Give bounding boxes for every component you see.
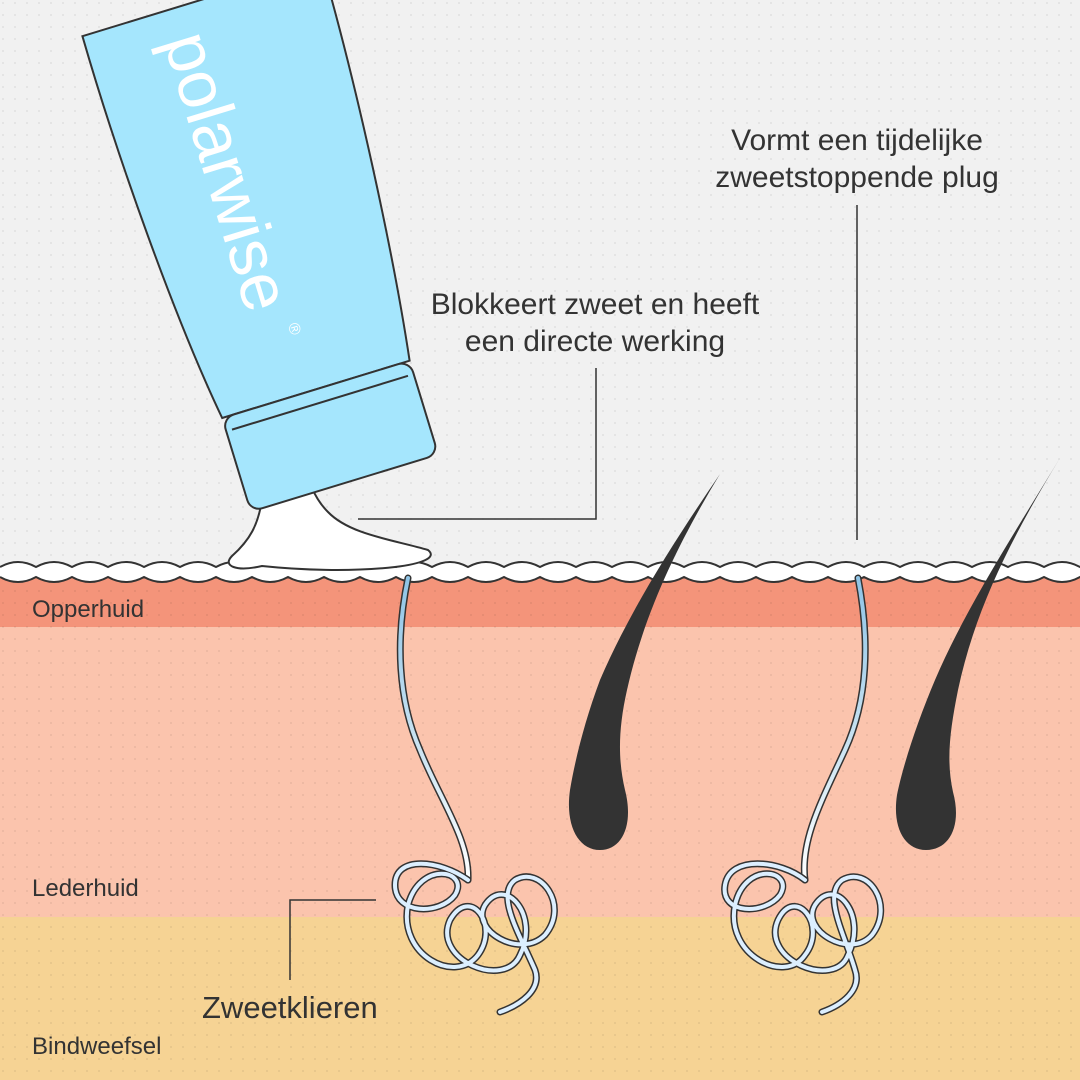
callout-block-sweat: Blokkeert zweet en heeft een directe wer… xyxy=(416,286,774,360)
callout-plug-line1: Vormt een tijdelijke xyxy=(731,124,983,157)
label-subcutis: Bindweefsel xyxy=(32,1033,162,1060)
label-sweat-glands: Zweetklieren xyxy=(202,990,378,1025)
callout-block-sweat-line1: Blokkeert zweet en heeft xyxy=(430,288,760,321)
label-epidermis: Opperhuid xyxy=(32,596,145,623)
cream-blob xyxy=(227,486,432,571)
leader-line-glands xyxy=(289,899,376,980)
tube: polarwise ® xyxy=(81,0,437,510)
tube-body xyxy=(81,0,411,420)
brand-registered-mark: ® xyxy=(284,321,304,337)
skin-surface-line xyxy=(0,561,1080,583)
leader-line-block-sweat xyxy=(358,368,597,520)
callout-plug-line2: zweetstoppende plug xyxy=(715,161,999,194)
tube-cap xyxy=(224,362,437,510)
callout-block-sweat-line2: een directe werking xyxy=(464,325,726,358)
hair-left xyxy=(568,474,720,850)
hair-right xyxy=(895,458,1060,850)
callout-plug: Vormt een tijdelijke zweetstoppende plug xyxy=(698,122,1016,196)
label-dermis: Lederhuid xyxy=(32,875,139,902)
